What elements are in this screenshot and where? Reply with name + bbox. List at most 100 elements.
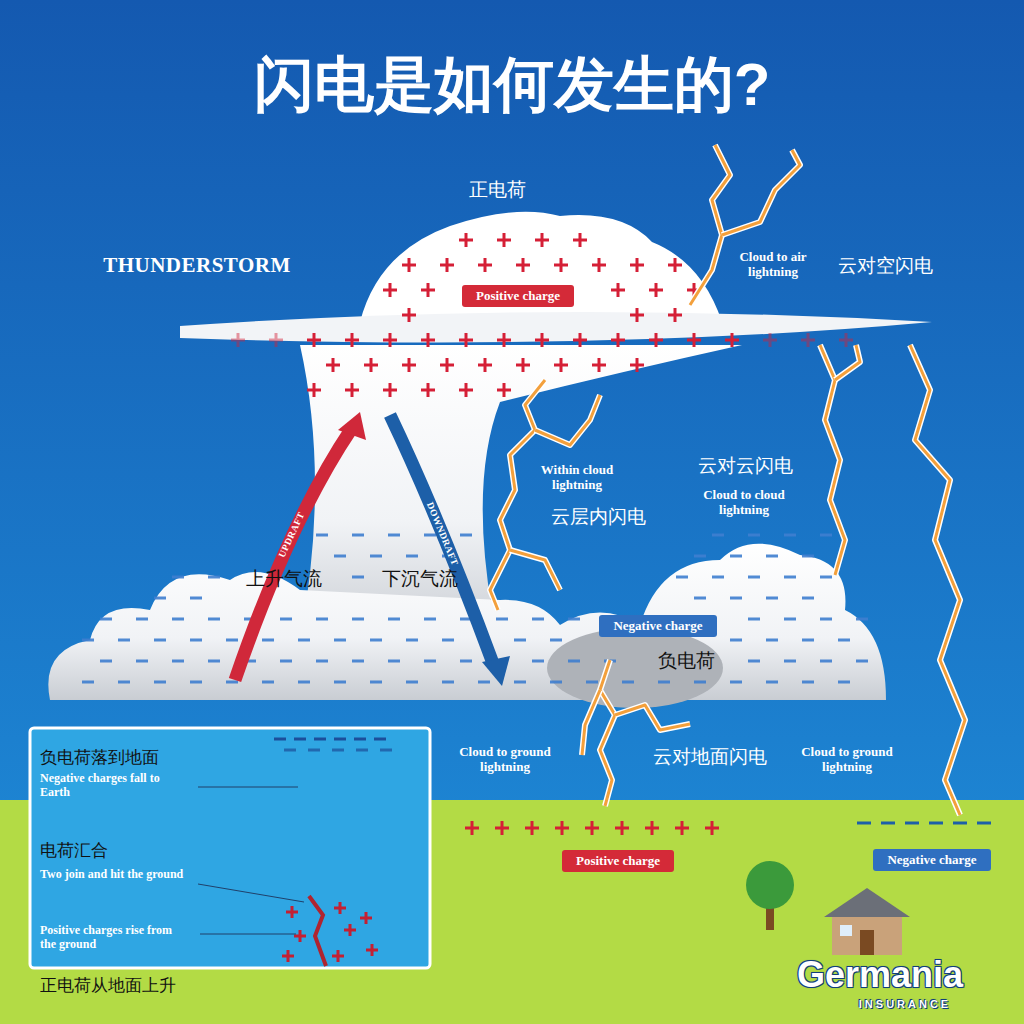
minus-mark xyxy=(802,639,814,642)
downdraft-arrow xyxy=(390,415,494,666)
lightning-bolt xyxy=(535,395,600,445)
minus-mark xyxy=(208,660,220,663)
minus-mark xyxy=(352,576,364,579)
minus-mark xyxy=(370,639,382,642)
charge-badge: Positive charge xyxy=(462,285,574,307)
minus-mark xyxy=(766,555,778,558)
minus-mark xyxy=(406,681,418,684)
plus-mark xyxy=(585,821,599,835)
minus-mark xyxy=(314,738,326,741)
plus-mark xyxy=(649,283,663,297)
minus-mark xyxy=(514,639,526,642)
minus-mark xyxy=(977,822,991,825)
minus-mark xyxy=(550,639,562,642)
plus-mark xyxy=(497,383,511,397)
plus-mark xyxy=(535,333,549,347)
minus-mark xyxy=(838,639,850,642)
plus-mark xyxy=(649,333,663,347)
minus-mark xyxy=(730,597,742,600)
airflow-label: 下沉气流 xyxy=(382,568,458,590)
plus-mark xyxy=(495,821,509,835)
plus-mark xyxy=(402,308,416,322)
minus-mark xyxy=(766,681,778,684)
lightning-label: Cloud to cloud lightning xyxy=(694,488,794,518)
plus-mark xyxy=(383,383,397,397)
minus-mark xyxy=(442,681,454,684)
plus-mark xyxy=(630,308,644,322)
bolt-glow xyxy=(910,345,965,815)
lightning-label: Cloud to ground lightning xyxy=(787,745,907,775)
bolt-glow xyxy=(535,395,600,445)
minus-mark xyxy=(532,618,544,621)
minus-mark xyxy=(294,738,306,741)
logo-text: INSURANCE xyxy=(859,998,951,1011)
minus-mark xyxy=(334,738,346,741)
plus-mark xyxy=(364,358,378,372)
plus-mark xyxy=(497,333,511,347)
storm-label: THUNDERSTORM xyxy=(103,253,291,277)
minus-mark xyxy=(334,681,346,684)
minus-mark xyxy=(802,597,814,600)
dark-cloud xyxy=(547,628,723,708)
lightning-label: 云对地面闪电 xyxy=(653,746,767,768)
minus-mark xyxy=(424,618,436,621)
plus-mark xyxy=(440,358,454,372)
house-window xyxy=(840,925,852,936)
minus-mark xyxy=(356,749,368,752)
minus-mark xyxy=(748,618,760,621)
minus-mark xyxy=(856,618,868,621)
minus-mark xyxy=(172,576,184,579)
plus-mark xyxy=(592,258,606,272)
leader-line xyxy=(198,884,304,902)
inset-heading: 电荷汇合 xyxy=(40,841,108,861)
plus-mark xyxy=(231,333,245,347)
bolt-glow xyxy=(835,345,860,380)
minus-mark xyxy=(712,534,724,537)
plus-mark xyxy=(332,950,344,962)
leader-line xyxy=(198,787,298,788)
minus-mark xyxy=(388,534,400,537)
plus-mark xyxy=(763,333,777,347)
minus-mark xyxy=(748,660,760,663)
plus-mark xyxy=(307,383,321,397)
plus-mark xyxy=(592,358,606,372)
positive-streamer xyxy=(309,896,326,966)
minus-mark xyxy=(881,822,895,825)
plus-mark xyxy=(478,358,492,372)
inset-panel: 负电荷落到地面Negative charges fall to Earth电荷汇… xyxy=(30,728,430,968)
minus-mark xyxy=(172,618,184,621)
plus-mark xyxy=(611,333,625,347)
minus-mark xyxy=(658,681,670,684)
lightning-label: 云对空闪电 xyxy=(838,255,933,277)
minus-mark xyxy=(676,576,688,579)
minus-mark xyxy=(820,660,832,663)
inset-heading: 负电荷落到地面 xyxy=(40,748,159,768)
minus-mark xyxy=(694,597,706,600)
minus-mark xyxy=(496,618,508,621)
plus-mark xyxy=(611,283,625,297)
minus-mark xyxy=(550,681,562,684)
minus-mark xyxy=(905,822,919,825)
plus-mark xyxy=(705,821,719,835)
plus-mark xyxy=(269,333,283,347)
plus-mark xyxy=(516,258,530,272)
lightning-label: Within cloud lightning xyxy=(527,463,627,493)
minus-mark xyxy=(154,639,166,642)
title: 闪电是如何发生的? xyxy=(0,52,1024,118)
plus-mark xyxy=(535,233,549,247)
minus-mark xyxy=(118,639,130,642)
minus-mark xyxy=(100,660,112,663)
plus-mark xyxy=(630,358,644,372)
badge-text: Negative charge xyxy=(887,852,976,868)
plus-mark xyxy=(282,950,294,962)
plus-mark xyxy=(668,308,682,322)
plus-mark xyxy=(459,383,473,397)
plus-mark xyxy=(402,258,416,272)
minus-mark xyxy=(730,555,742,558)
lightning-label: Cloud to ground lightning xyxy=(440,745,570,775)
charge-label: 正电荷 xyxy=(469,179,526,201)
minus-mark xyxy=(118,681,130,684)
bolt-glow xyxy=(510,550,560,590)
minus-mark xyxy=(226,681,238,684)
